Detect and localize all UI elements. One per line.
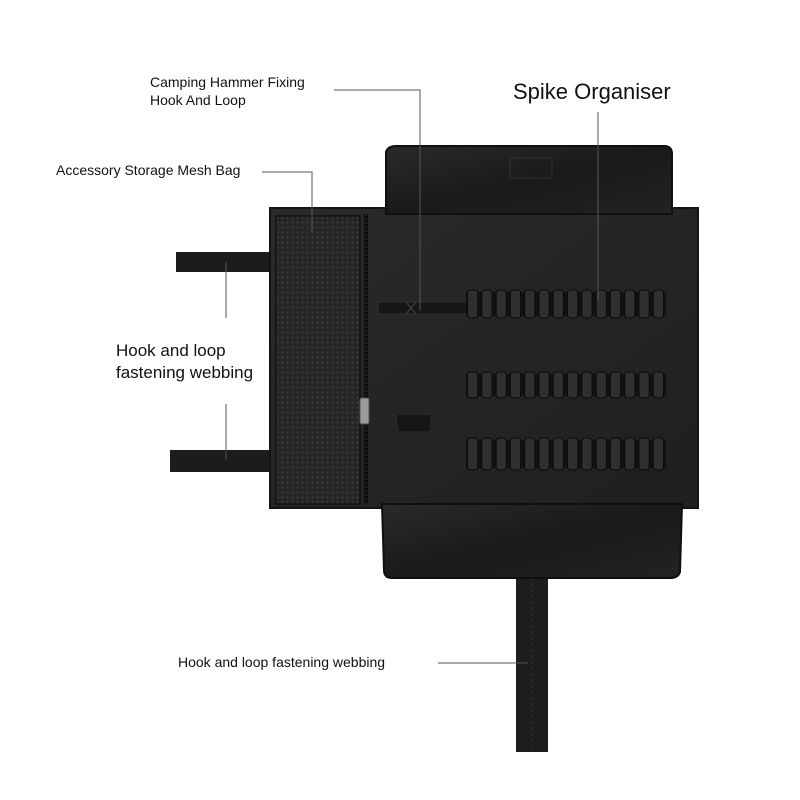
label-mesh-bag: Accessory Storage Mesh Bag [56, 162, 241, 178]
spike-loop [524, 289, 536, 319]
spike-loop [581, 437, 593, 471]
label-spike-organiser: Spike Organiser [513, 79, 671, 104]
spike-loop [495, 371, 507, 399]
hammer-hook-cross-2 [405, 301, 417, 315]
label-hammer-hook: Camping Hammer Fixing Hook And Loop [150, 74, 305, 109]
spike-loop [552, 371, 565, 399]
spike-loop [595, 371, 607, 399]
spike-loop [609, 437, 622, 471]
spike-loop [495, 289, 507, 319]
mesh-bag [275, 215, 361, 505]
bottom-leather-flap [380, 503, 684, 579]
spike-loop [567, 289, 579, 319]
spike-loop [567, 437, 579, 471]
spike-loop [652, 371, 665, 399]
spike-loop [509, 371, 522, 399]
spike-loop [538, 437, 550, 471]
leader-lines [225, 89, 599, 664]
label-bottom-webbing: Hook and loop fastening webbing [178, 654, 386, 670]
label-side-webbing: Hook and loop fastening webbing [116, 340, 253, 384]
spike-loop [567, 371, 579, 399]
spike-loop [552, 437, 565, 471]
bottom-left-webbing-strap [170, 450, 276, 472]
label-hammer-hook-line2: Hook And Loop [150, 91, 246, 108]
spike-loop [624, 289, 636, 319]
label-side-webbing-line2: fastening webbing [116, 363, 254, 383]
leader-mesh-bag [262, 171, 313, 232]
label-side-webbing-line1: Hook and loop [116, 341, 226, 360]
small-accessory-loop [395, 413, 433, 433]
spike-loop [624, 437, 636, 471]
spike-loop [509, 437, 522, 471]
spike-loop [638, 289, 650, 319]
spike-loop [552, 289, 565, 319]
spike-loop [481, 289, 493, 319]
label-hammer-hook-line1: Camping Hammer Fixing [150, 74, 305, 90]
spike-loop [524, 437, 536, 471]
spike-loop [495, 437, 507, 471]
spike-loop [509, 289, 522, 319]
spike-loop [481, 371, 493, 399]
spike-loop [467, 437, 479, 471]
spike-loop [609, 371, 622, 399]
spike-loop [652, 437, 665, 471]
leader-hammer-hook [334, 89, 421, 310]
spike-loop [538, 371, 550, 399]
spike-loop [481, 437, 493, 471]
spike-organiser-rows [466, 289, 666, 471]
spike-loop [609, 289, 622, 319]
top-leather-flap [385, 145, 673, 215]
spike-loop [638, 371, 650, 399]
spike-loop [467, 371, 479, 399]
zipper-pull [359, 397, 370, 425]
top-flap-patch [509, 157, 553, 179]
spike-loop [624, 371, 636, 399]
spike-loop [581, 371, 593, 399]
spike-loop [581, 289, 593, 319]
hammer-hook-strap [377, 301, 471, 315]
spike-loop [524, 371, 536, 399]
spike-loop [538, 289, 550, 319]
spike-loop [595, 289, 607, 319]
spike-loop [595, 437, 607, 471]
spike-loop [638, 437, 650, 471]
spike-loop [652, 289, 665, 319]
spike-loop [467, 289, 479, 319]
